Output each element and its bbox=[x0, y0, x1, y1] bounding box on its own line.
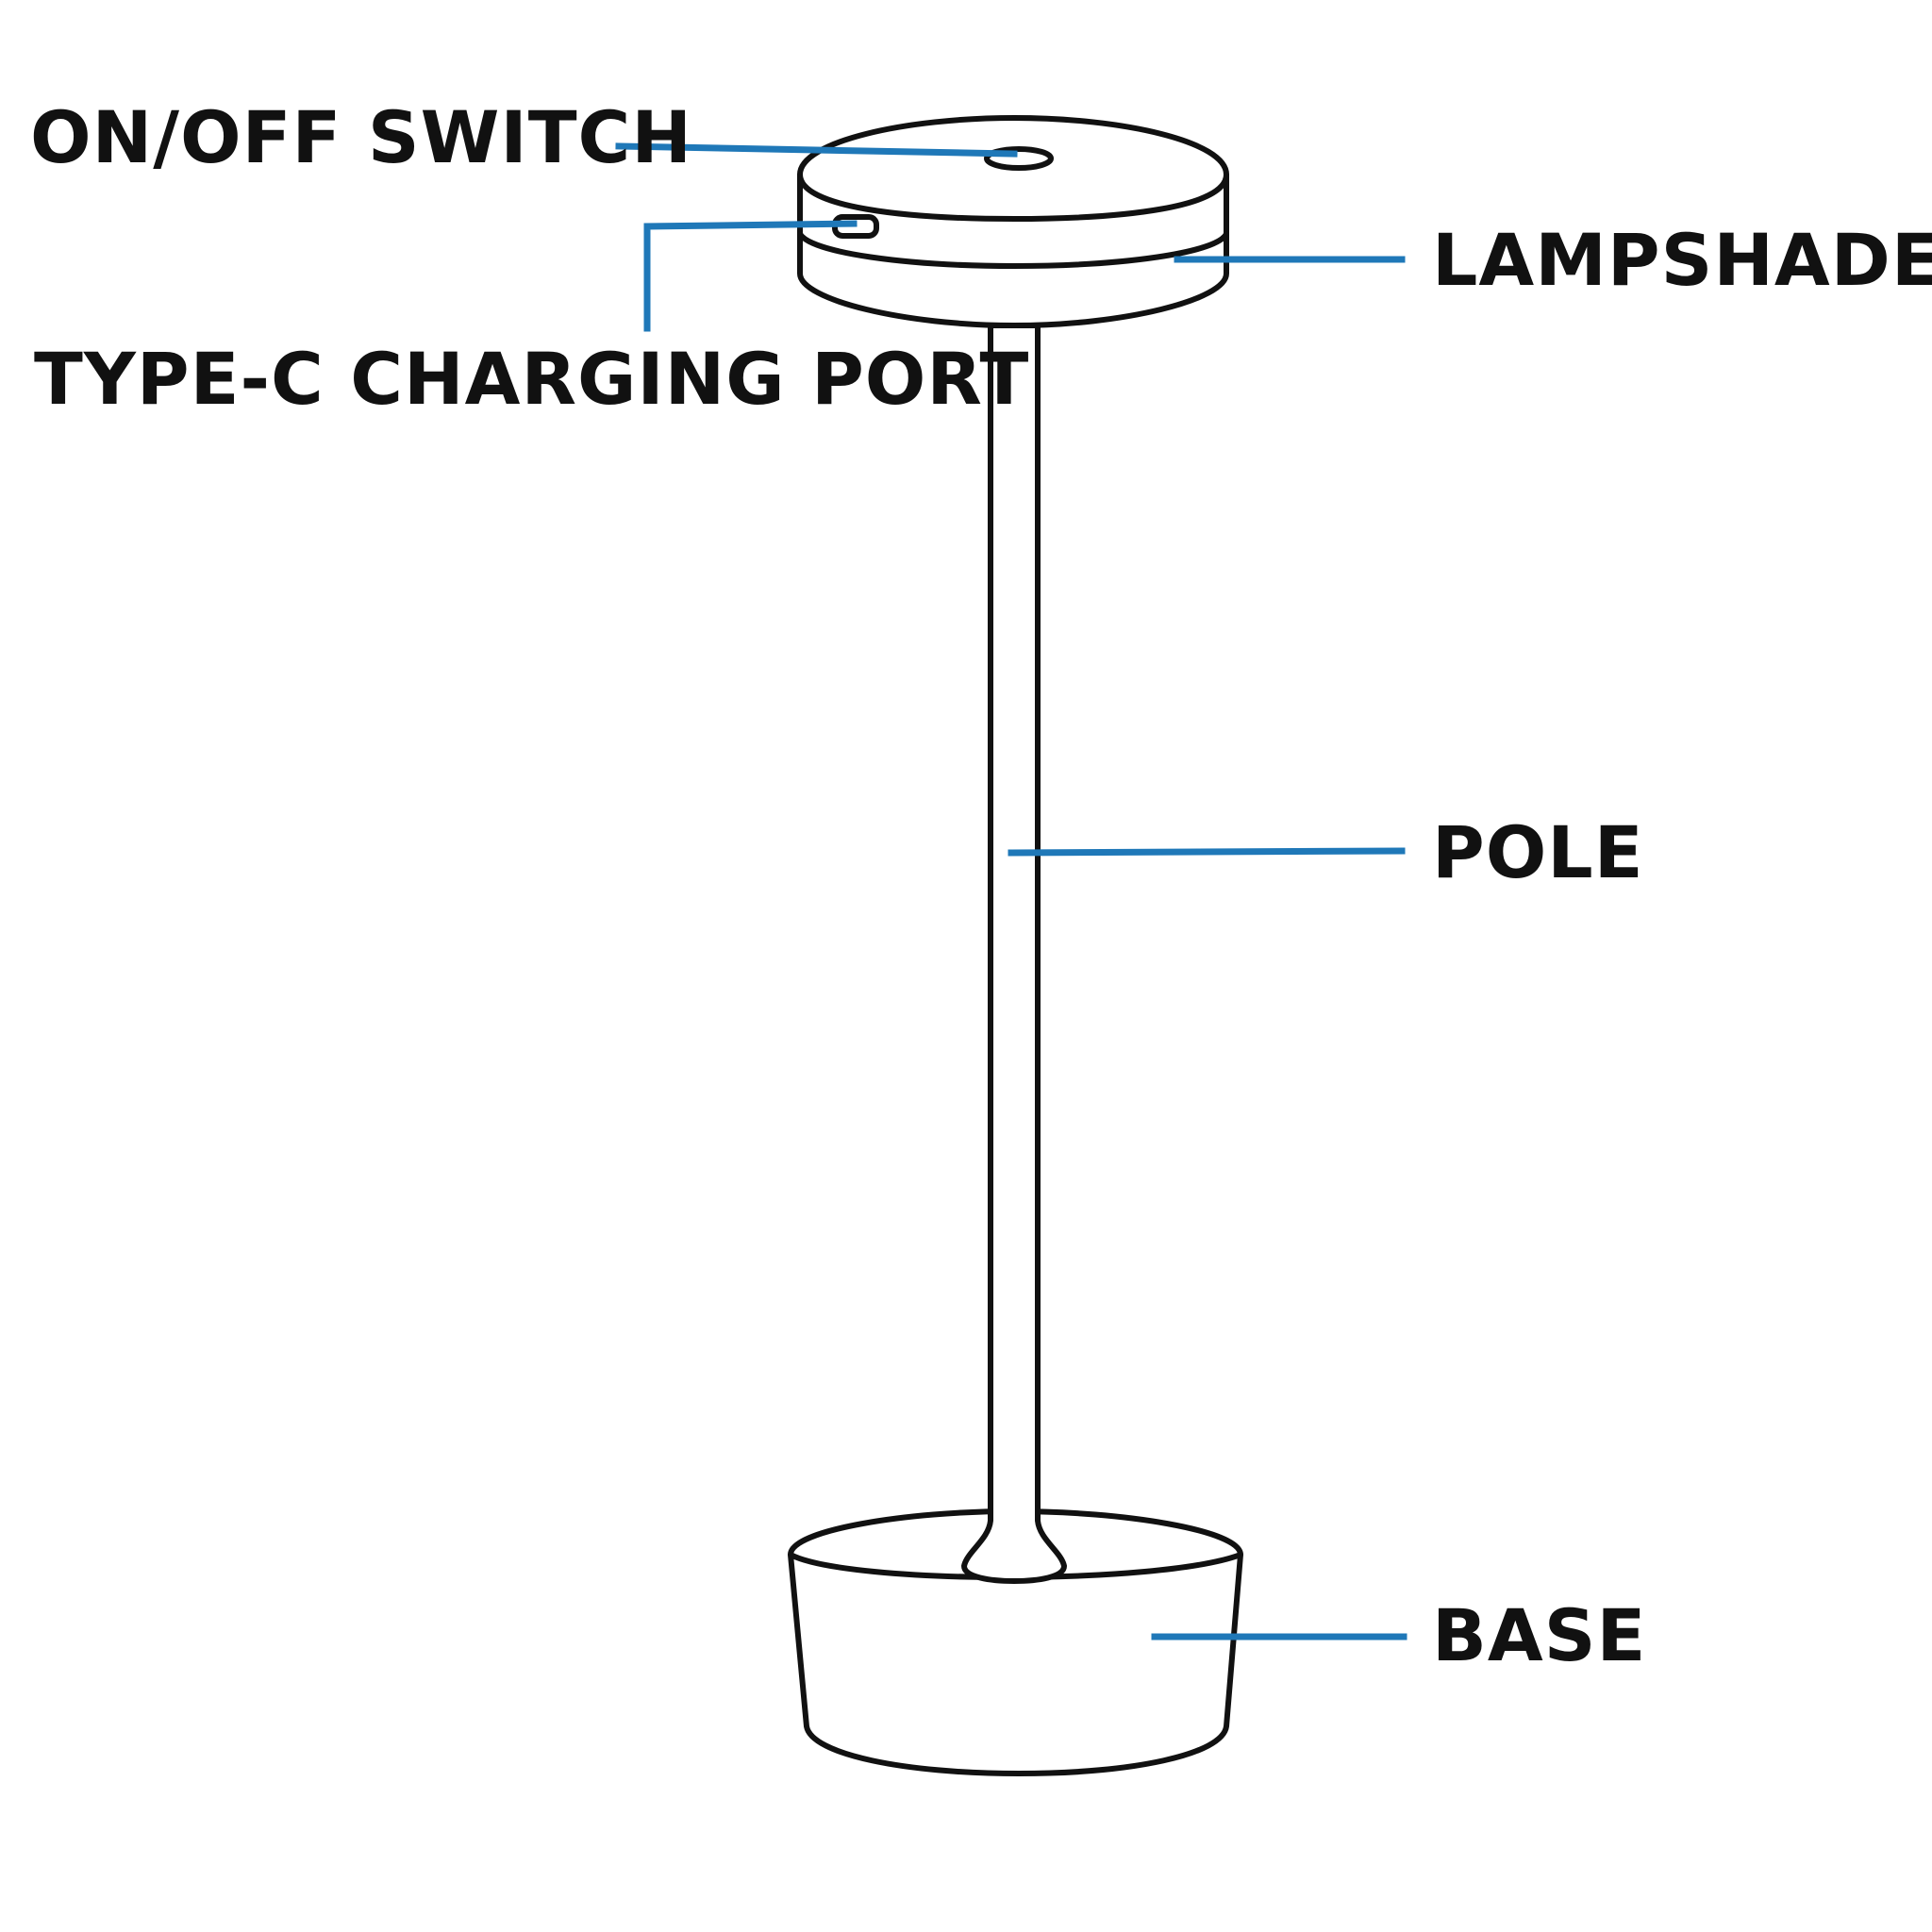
base-label: BASE bbox=[1432, 1593, 1646, 1677]
lampshade-body bbox=[797, 115, 1229, 328]
pole-label: POLE bbox=[1432, 810, 1644, 894]
pole-leader-line bbox=[1008, 847, 1406, 857]
port-label: TYPE-C CHARGING PORT bbox=[34, 337, 1029, 421]
lamp-pole bbox=[961, 323, 1067, 1584]
lampshade-label: LAMPSHADE bbox=[1432, 218, 1932, 302]
switch-label: ON/OFF SWITCH bbox=[30, 95, 692, 179]
port-leader-line bbox=[643, 220, 858, 332]
switch-leader-line bbox=[615, 142, 1018, 158]
